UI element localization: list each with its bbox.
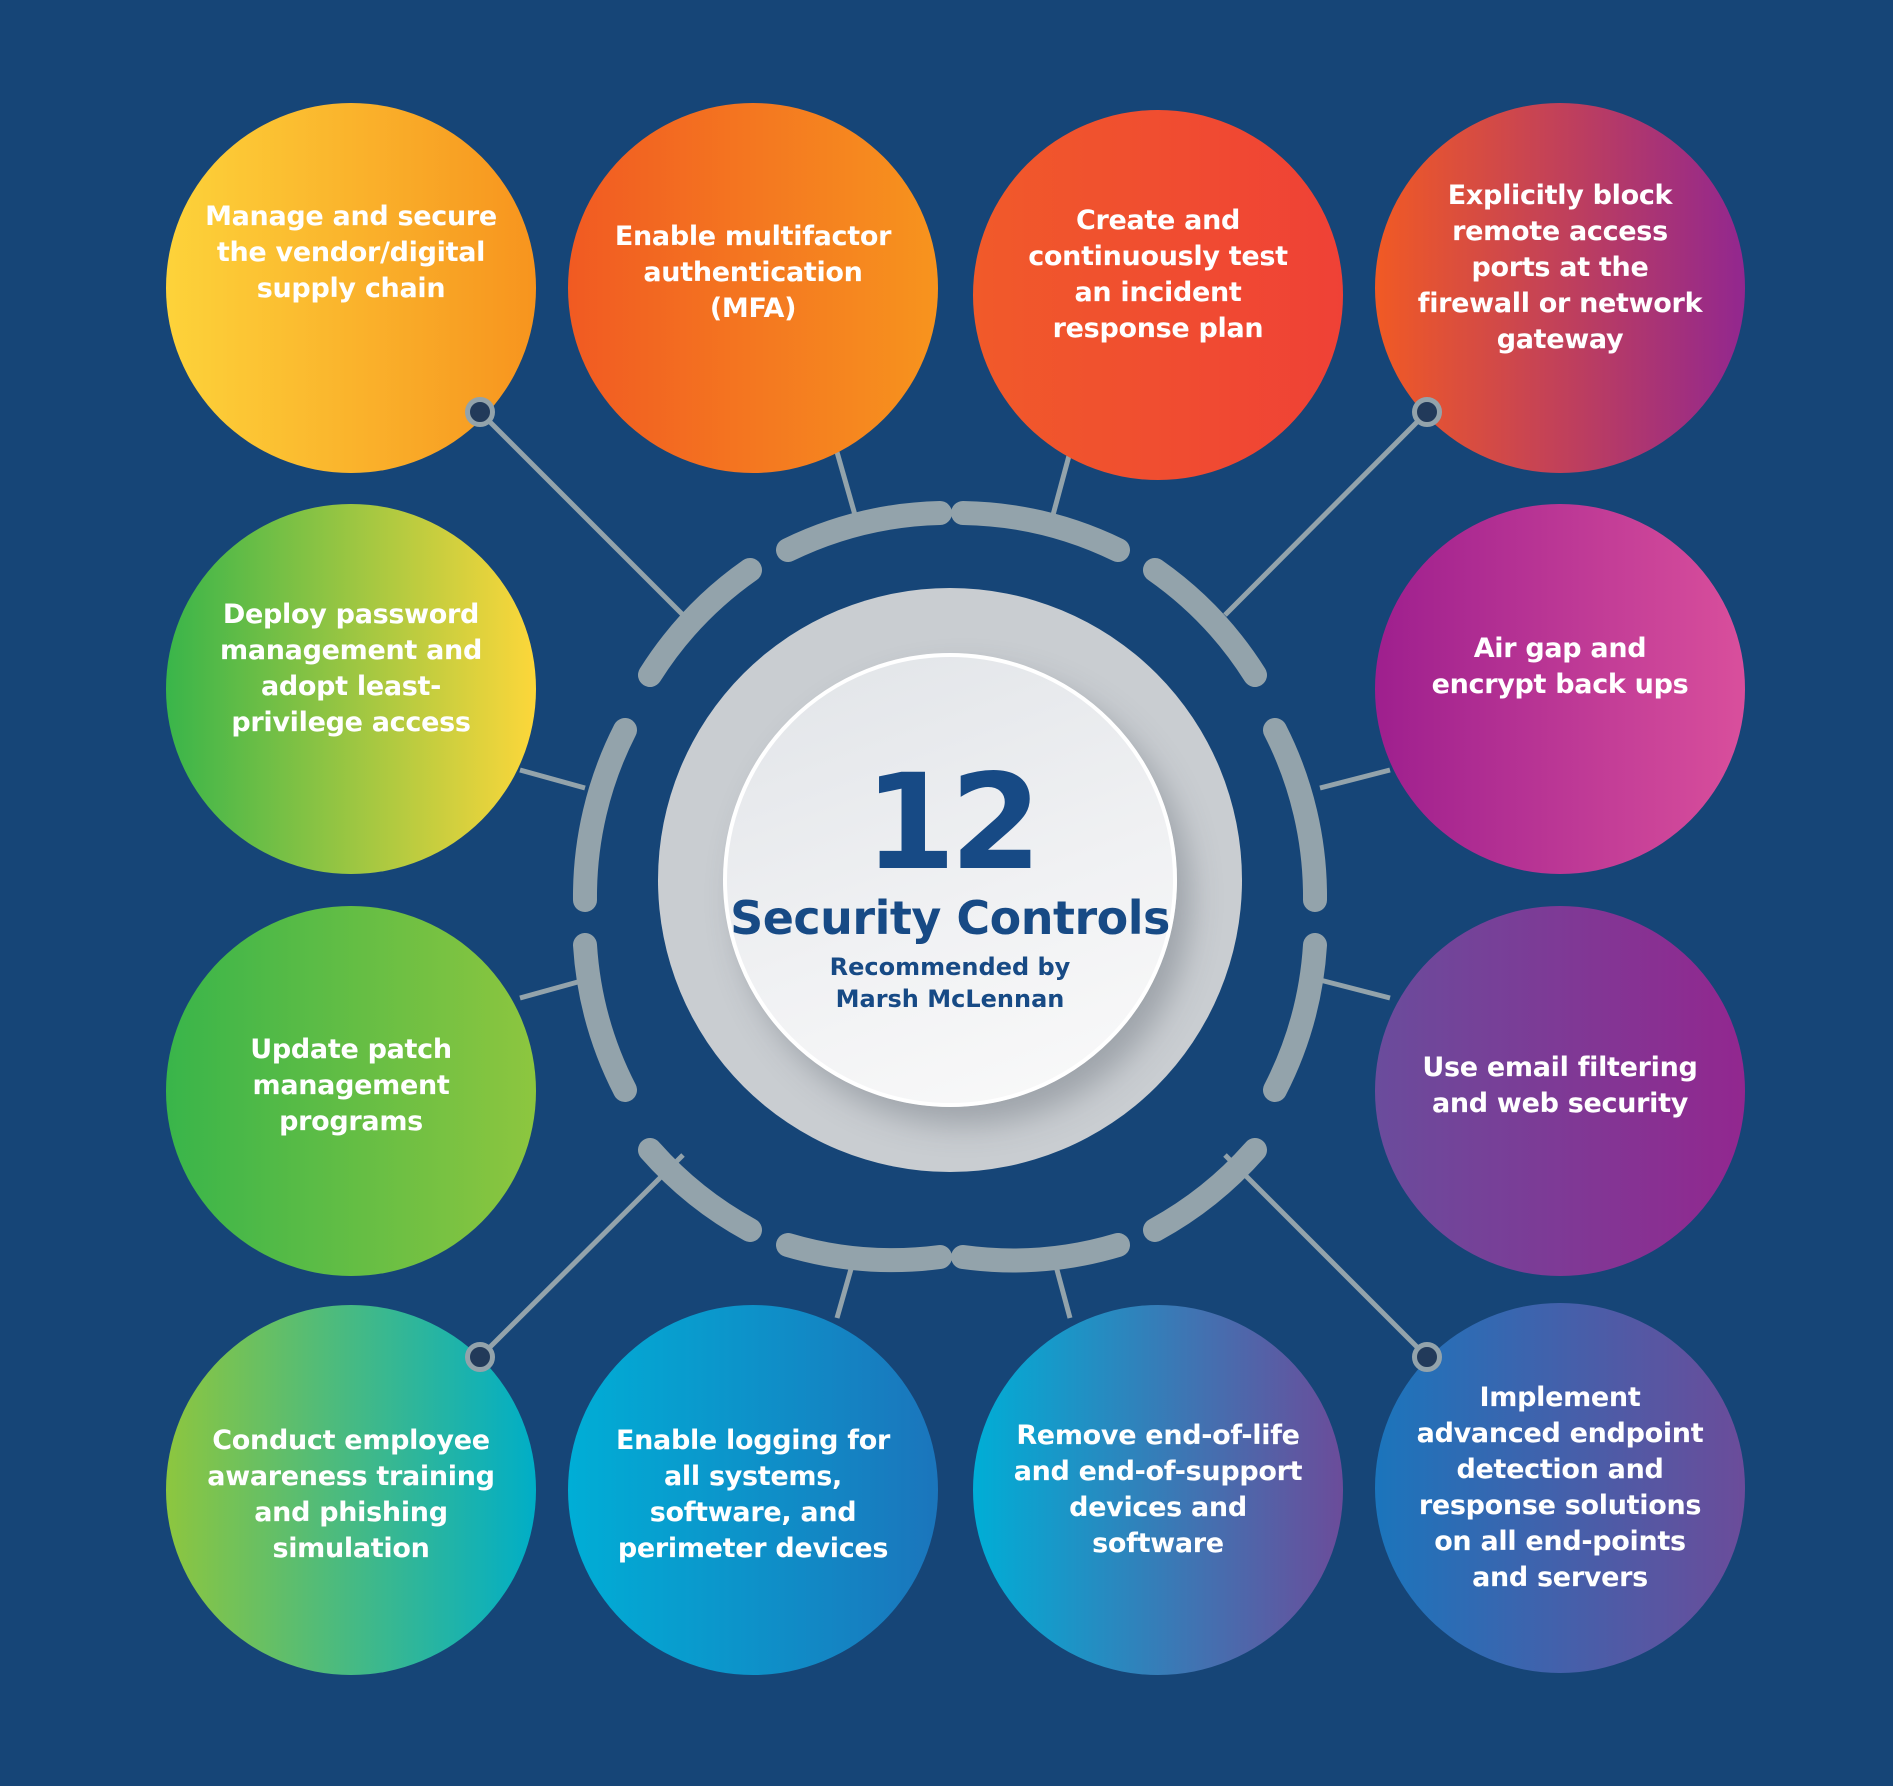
control-label: Use email filtering and web security (1422, 1052, 1698, 1119)
connector-dot (1412, 397, 1442, 427)
control-label: Update patch management programs (250, 1034, 452, 1137)
control-label: Air gap and encrypt back ups (1431, 632, 1689, 700)
control-label: Conduct employee awareness training and … (207, 1425, 495, 1564)
control-label: Explicitly block remote access ports at … (1417, 180, 1703, 355)
connector-line (519, 977, 586, 1001)
connector-dot (465, 1342, 495, 1372)
center-subtitle-line1: Recommended by (829, 953, 1071, 981)
control-node-end-of-life: Remove end-of-life and end-of-support de… (973, 1305, 1343, 1675)
control-node-logging: Enable logging for all systems, software… (568, 1305, 938, 1675)
connector-line (519, 767, 586, 791)
control-label: Deploy password management and adopt lea… (220, 599, 482, 738)
control-label: Enable logging for all systems, software… (615, 1425, 891, 1564)
connector-line (1223, 1153, 1429, 1359)
control-node-patch-management: Update patch management programs (166, 906, 536, 1276)
control-node-incident-response: Create and continuously test an incident… (973, 110, 1343, 480)
connector-line (1223, 410, 1429, 617)
control-label: Remove end-of-life and end-of-support de… (1013, 1420, 1303, 1559)
connector-line (478, 1153, 685, 1359)
connector-dot (465, 397, 495, 427)
control-node-mfa: Enable multifactor authentication (MFA) (568, 103, 938, 473)
segmented-ring (572, 501, 1328, 1273)
control-node-password-management: Deploy password management and adopt lea… (166, 504, 536, 874)
connector-line (1319, 767, 1391, 791)
controls-count: 12 (864, 746, 1042, 900)
center-hub: 12 Security Controls Recommended by Mars… (723, 653, 1177, 1107)
control-label: Create and continuously test an incident… (1028, 205, 1288, 344)
connector-line (478, 410, 685, 617)
connector-line (834, 451, 858, 516)
control-node-air-gap-backups: Air gap and encrypt back ups (1375, 504, 1745, 874)
connector-line (1319, 977, 1391, 1001)
connector-dot (1412, 1342, 1442, 1372)
control-label: Enable multifactor authentication (MFA) (614, 221, 892, 324)
control-label: Implement advanced endpoint detection an… (1416, 1382, 1704, 1593)
control-label: Manage and secure the vendor/digital sup… (205, 201, 497, 304)
connector-line (1050, 451, 1073, 516)
center-title: Security Controls (730, 891, 1170, 945)
control-node-vendor-supply-chain: Manage and secure the vendor/digital sup… (166, 103, 536, 473)
control-node-email-filtering: Use email filtering and web security (1375, 906, 1745, 1276)
center-subtitle-line2: Marsh McLennan (835, 985, 1065, 1013)
